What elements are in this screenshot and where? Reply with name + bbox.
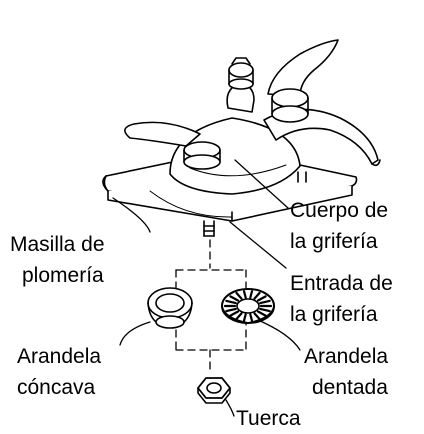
body-label-line2: la grifería xyxy=(290,230,378,253)
faucet-body xyxy=(169,117,301,195)
washer-tooth xyxy=(225,299,237,305)
spout xyxy=(263,108,381,167)
washer-tooth xyxy=(259,307,271,313)
toothed-washer-label-line2: dentada xyxy=(312,376,388,399)
washer-tooth xyxy=(242,290,247,299)
right-handle xyxy=(267,39,339,123)
washer-tooth xyxy=(256,295,267,302)
cup-washer-label-line2: cóncava xyxy=(17,376,96,399)
inlet-threads xyxy=(203,171,307,237)
toothed-washer-label-line1: Arandela xyxy=(304,345,389,368)
inlet-label-line1: Entrada de xyxy=(290,272,393,295)
washer-tooth xyxy=(253,312,261,321)
nut-label: Tuerca xyxy=(236,407,301,430)
cup-washer-label-line1: Arandela xyxy=(17,345,102,368)
inlet-label-line2: la grifería xyxy=(290,303,378,326)
hex-nut xyxy=(197,377,231,404)
body-label-line1: Cuerpo de xyxy=(290,199,389,222)
cup-washer xyxy=(147,287,193,329)
putty-label-line1: Masilla de xyxy=(10,233,105,256)
washer-tooth xyxy=(235,312,243,321)
washer-tooth xyxy=(229,295,240,302)
washer-tooth xyxy=(256,310,267,317)
washer-tooth xyxy=(259,299,271,305)
washer-tooth xyxy=(225,307,237,313)
left-handle xyxy=(124,121,221,170)
leader-lines xyxy=(112,159,301,417)
washer-tooth xyxy=(249,290,254,299)
washer-tooth xyxy=(235,291,243,300)
washer-tooth xyxy=(253,291,261,300)
rear-handle xyxy=(226,57,255,113)
putty-label-line2: plomería xyxy=(22,264,104,287)
washer-tooth xyxy=(249,313,254,322)
washer-tooth xyxy=(242,313,247,322)
washer-tooth xyxy=(229,310,240,317)
toothed-washer xyxy=(221,288,275,324)
